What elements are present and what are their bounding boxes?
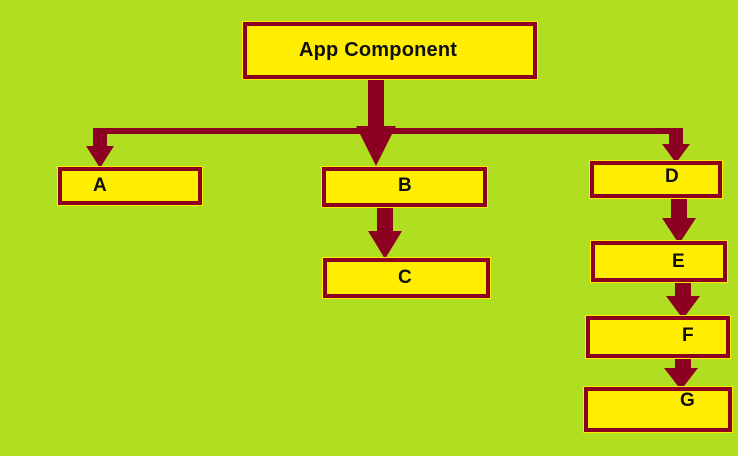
node-g[interactable] <box>583 386 733 433</box>
node-a-label: A <box>93 175 107 196</box>
node-f[interactable] <box>585 315 731 359</box>
edge-bus-to-a <box>86 128 114 168</box>
node-f-label: F <box>682 325 694 346</box>
edge-bus-to-d <box>662 128 690 163</box>
node-g-label: G <box>680 390 695 411</box>
node-a[interactable] <box>57 166 203 206</box>
node-c[interactable] <box>322 257 491 299</box>
node-d[interactable] <box>589 160 723 199</box>
edge-d-to-e <box>662 196 696 244</box>
edge-e-to-f <box>666 280 700 319</box>
node-e[interactable] <box>590 240 728 283</box>
node-root[interactable] <box>242 21 538 80</box>
node-e-label: E <box>672 251 685 272</box>
node-b-label: B <box>398 175 412 196</box>
node-d-label: D <box>665 166 679 187</box>
edge-b-to-c <box>368 205 402 259</box>
edge-f-to-g <box>664 356 698 390</box>
horizontal-connector-bus <box>93 128 683 134</box>
edge-root-to-bus <box>356 79 396 166</box>
node-c-label: C <box>398 267 412 288</box>
node-root-label: App Component <box>299 39 458 61</box>
node-b[interactable] <box>321 166 488 208</box>
